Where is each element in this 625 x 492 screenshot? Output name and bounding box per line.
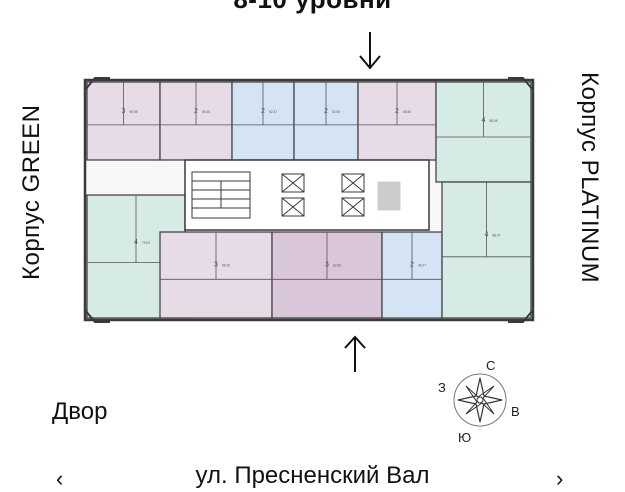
elevator-shafts (281, 173, 401, 217)
apartment-area-value: 88.97 (493, 233, 501, 237)
apartment-area-value: 79.03 (142, 241, 150, 245)
apartment-area-value: 46.27 (418, 263, 426, 267)
apartment-area-value: 98.56 (490, 119, 498, 123)
apartment-rooms: 2 (410, 261, 414, 268)
yard-label: Двор (52, 398, 108, 425)
apartment-area-value: 55.56 (403, 110, 411, 114)
compass-west: З (438, 380, 446, 395)
page-title: 8-10 уровни (0, 0, 625, 15)
apartment-rooms: 2 (261, 108, 265, 115)
compass-east: В (511, 404, 520, 419)
apartment-area-value: 52.55 (332, 110, 340, 114)
bottom-entrance-arrow-icon (344, 335, 366, 372)
apartment-rooms: 2 (194, 108, 198, 115)
street-left-arrow-icon: ‹ (56, 466, 64, 491)
corner-bays (84, 77, 534, 323)
top-entrance-arrow-icon (359, 32, 381, 70)
apartment-rooms: 3 (122, 108, 126, 115)
apartment-area-value: 69.89 (130, 110, 138, 114)
apartment-rooms: 4 (485, 231, 489, 238)
apartment-area-value: 66.05 (222, 263, 230, 267)
compass-rose-icon (453, 373, 507, 427)
compass-south: Ю (458, 430, 472, 445)
apartment-rooms: 2 (395, 108, 399, 115)
apartment-rooms: 3 (325, 261, 329, 268)
stair-core (191, 171, 251, 219)
compass-north: С (486, 358, 496, 373)
apartment-rooms: 4 (134, 239, 138, 246)
apartment-area-value: 62.86 (333, 263, 341, 267)
apartment-rooms: 4 (482, 117, 486, 124)
street-right-arrow-icon: › (556, 466, 564, 491)
apartment-rooms: 3 (214, 261, 218, 268)
apartment-area-value: 55.46 (202, 110, 210, 114)
apartment-rooms: 2 (324, 108, 328, 115)
apartment-area-value: 52.37 (269, 110, 277, 114)
